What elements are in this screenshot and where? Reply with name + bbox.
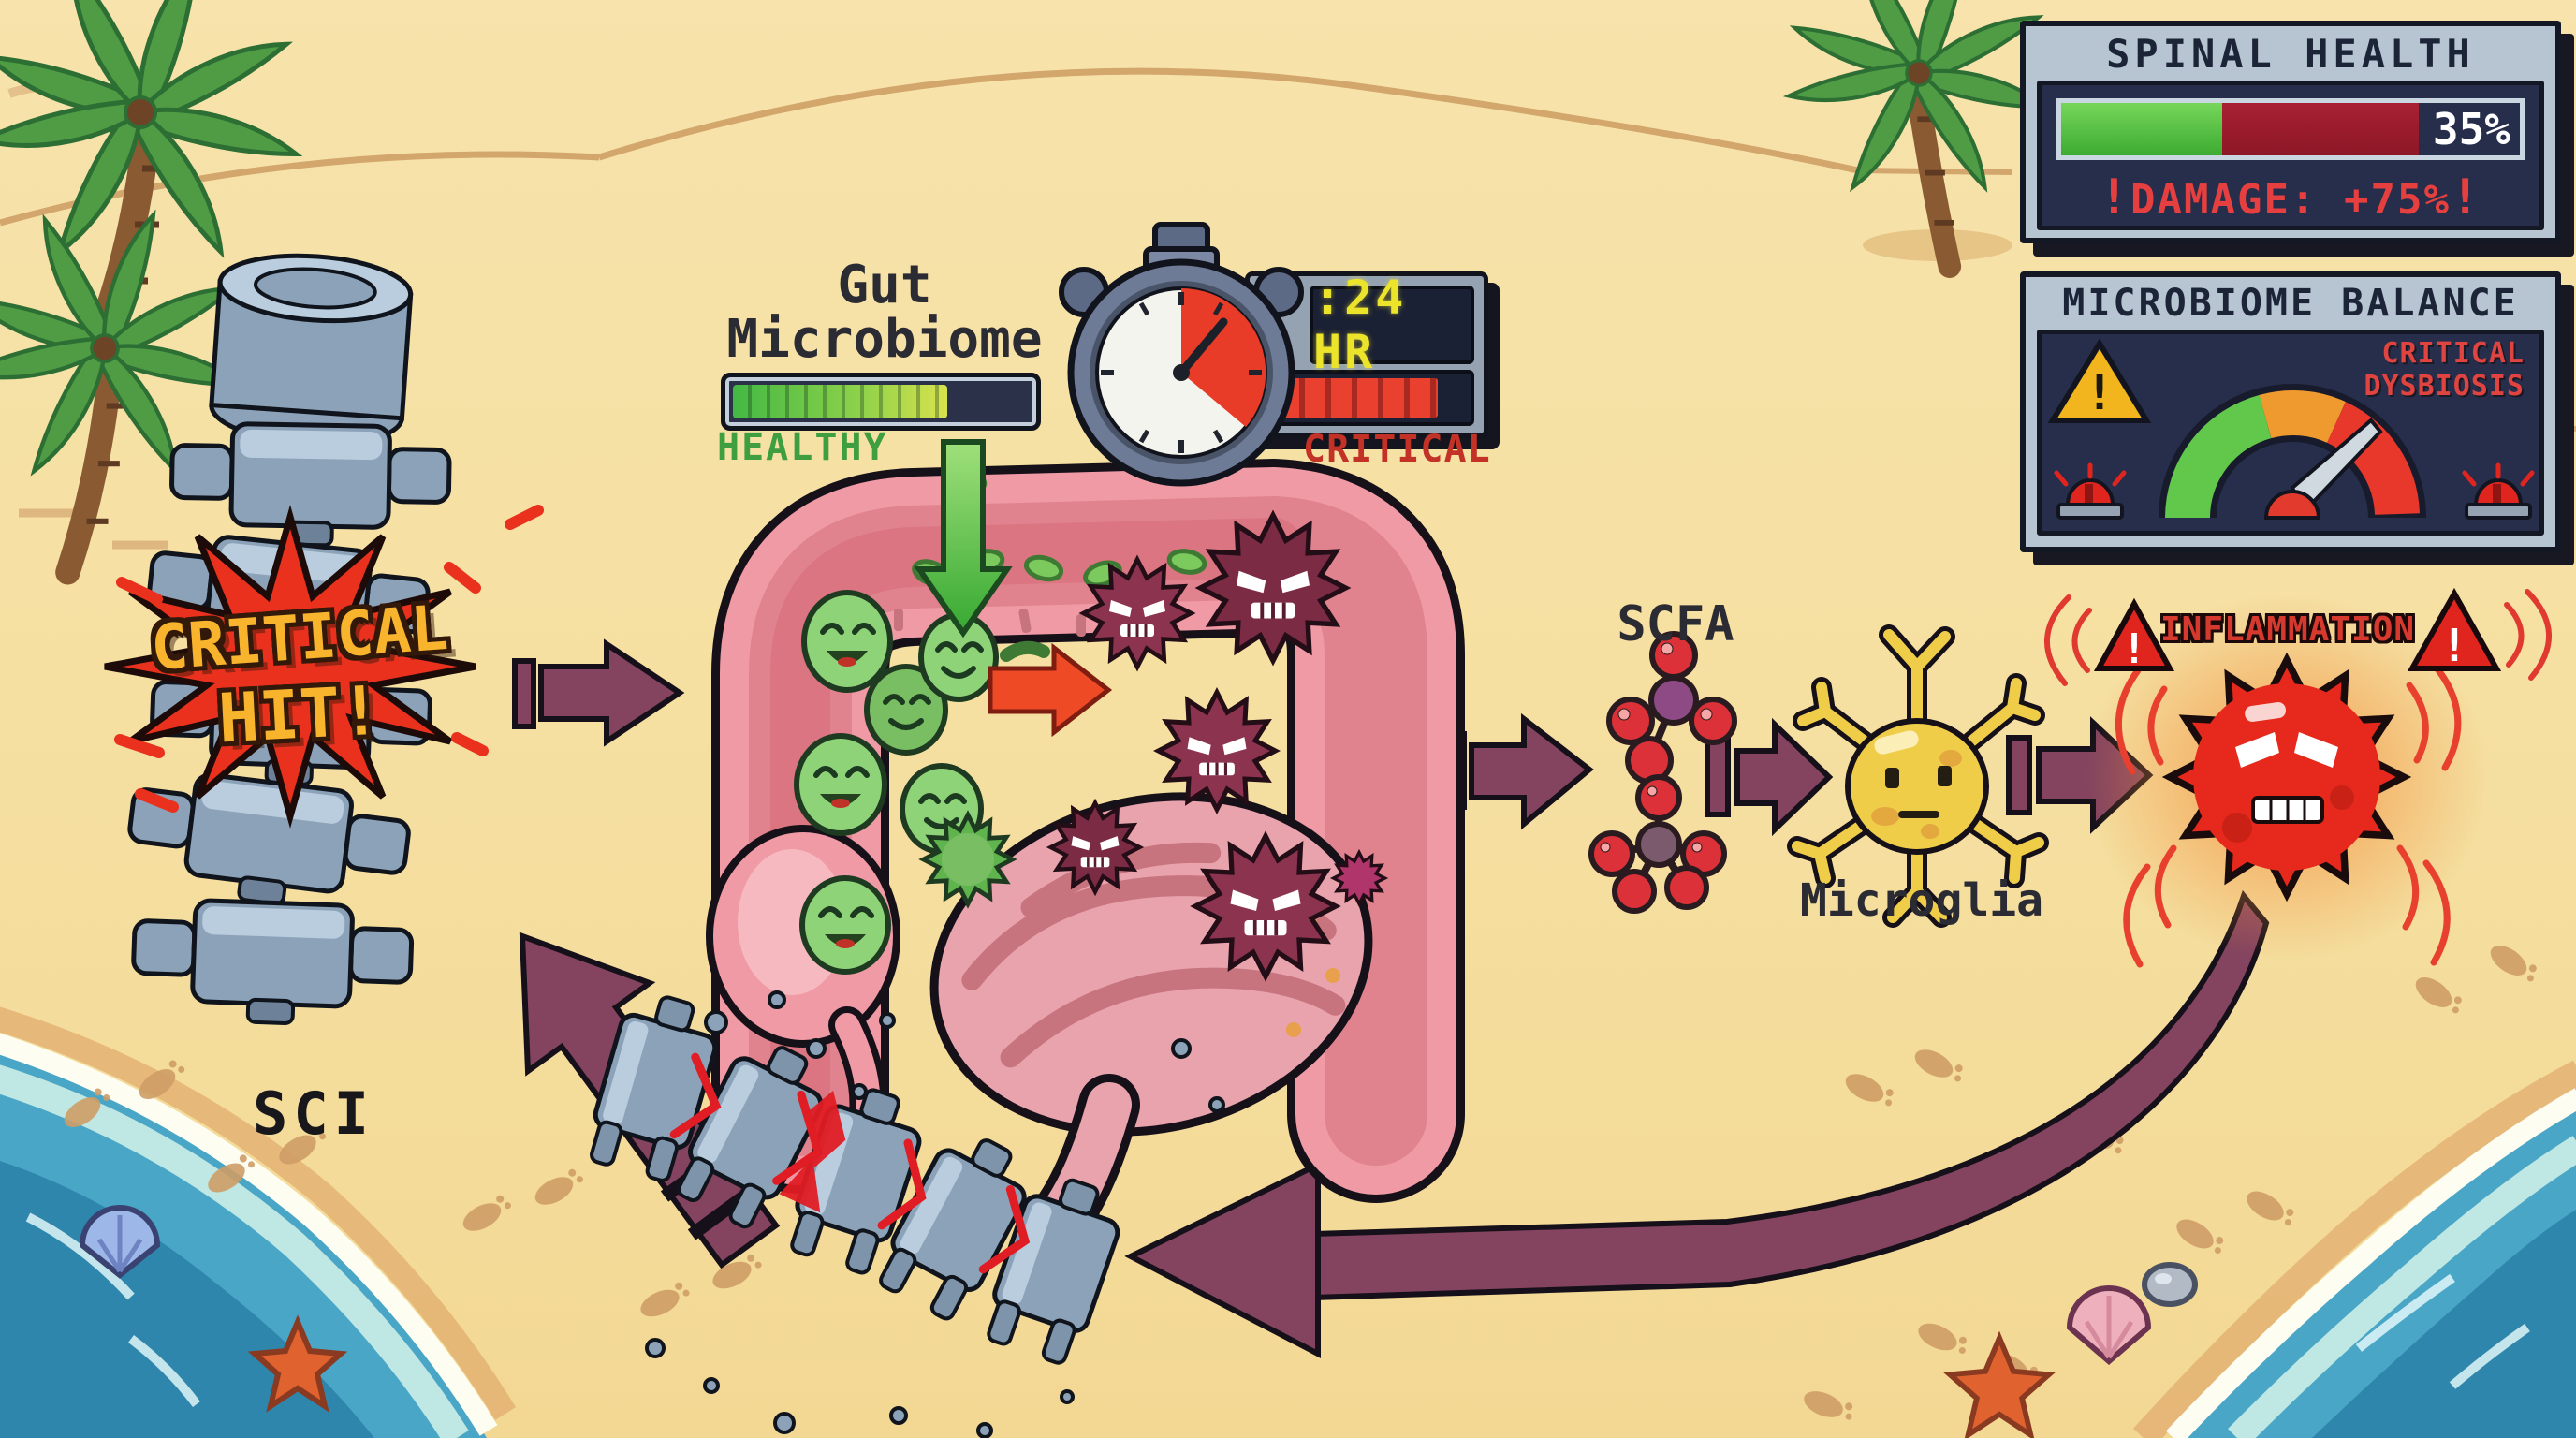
- timer-progress-fill: [1279, 378, 1438, 418]
- spinal-health-bar: 35%: [2056, 98, 2525, 160]
- arrow-gut-to-scfa: [1441, 712, 1594, 830]
- inflammation-label: INFLAMMATION: [2159, 610, 2416, 649]
- pink-shell-icon: [2066, 1285, 2152, 1365]
- gut-label-line2: Microbiome: [726, 309, 1043, 371]
- warning-triangle-icon: !: [2093, 597, 2175, 673]
- warning-triangle-icon: !: [2407, 587, 2502, 672]
- warning-triangle-icon: !: [2047, 338, 2152, 423]
- arrow-inflammation-to-spine: [1124, 889, 2270, 1358]
- pebble-icon: [2142, 1262, 2198, 1307]
- spinal-health-body: 35% !DAMAGE: +75%!: [2037, 81, 2544, 230]
- siren-icon: [2462, 462, 2535, 520]
- svg-text:!: !: [2441, 620, 2468, 672]
- microbiome-balance-panel: MICROBIOME BALANCE CRITICAL DYSBIOSIS !: [2020, 271, 2561, 552]
- gut-microbiome-bar-fill: [733, 385, 948, 418]
- arrow-sci-to-gut: [512, 638, 685, 747]
- gut-microbiome-bar: [721, 373, 1041, 431]
- microbiome-balance-title: MICROBIOME BALANCE: [2062, 282, 2519, 325]
- alert-exclaim-icon: !: [2099, 169, 2131, 226]
- damage-alert: !DAMAGE: +75%!: [2042, 169, 2539, 226]
- spinal-health-panel: SPINAL HEALTH 35% !DAMAGE: +75%!: [2020, 21, 2561, 243]
- timer-critical-status: CRITICAL: [1303, 428, 1491, 471]
- inflammation-virus-icon: ! !: [2043, 587, 2553, 968]
- timer-progress-track: [1270, 370, 1474, 426]
- scfa-molecule-icon: [1588, 631, 1737, 914]
- alert-arcs: [2043, 589, 2553, 686]
- scfa-label: SCFA: [1617, 596, 1734, 653]
- shift-arrow: [988, 642, 1113, 738]
- gauge-needle: [2263, 418, 2383, 520]
- spine-icon: [114, 253, 468, 1037]
- stopwatch-icon: [1059, 222, 1304, 487]
- gauge-arc: [2159, 384, 2426, 519]
- impact-dashes: [114, 505, 544, 813]
- siren-icon: [2054, 462, 2127, 520]
- svg-text:!: !: [2122, 625, 2147, 673]
- timer-display: :24 HR: [1310, 271, 1474, 379]
- bone-debris: [645, 990, 1225, 1438]
- svg-text:!: !: [2085, 365, 2114, 421]
- spinal-health-value: 35%: [2432, 104, 2510, 154]
- alert-exclaim-icon: !: [2450, 169, 2482, 226]
- heat-arcs: [2115, 663, 2462, 968]
- microbiome-balance-body: CRITICAL DYSBIOSIS !: [2037, 330, 2544, 536]
- gut-label-line1: Gut: [837, 255, 932, 315]
- microglia-label: Microglia: [1799, 874, 2044, 927]
- microglia-icon: [1787, 624, 2049, 928]
- blue-shell-icon: [79, 1205, 161, 1279]
- fuzzy-microbe: [924, 815, 1013, 904]
- spinal-health-title: SPINAL HEALTH: [2106, 30, 2475, 77]
- ocean-bottom-right: [2132, 1060, 2576, 1438]
- critical-hit-burst: [104, 505, 544, 829]
- damage-text: DAMAGE: +75%: [2130, 176, 2451, 224]
- decline-arrow-icon: [914, 439, 1013, 638]
- healthy-status: HEALTHY: [717, 426, 888, 469]
- broken-spine-icon: [559, 977, 1225, 1438]
- palm-tree-icon: [1787, 0, 2050, 278]
- spinal-health-bar-green: [2061, 103, 2222, 155]
- balance-gauge: !: [2047, 338, 2535, 520]
- gut-microbiome-label: Gut Microbiome: [697, 255, 1072, 371]
- palm-tree-icon: [0, 211, 245, 585]
- dysbiosis-status: CRITICAL DYSBIOSIS: [2364, 337, 2525, 403]
- spinal-health-bar-lost: [2221, 103, 2420, 155]
- sci-label: SCI: [253, 1079, 374, 1148]
